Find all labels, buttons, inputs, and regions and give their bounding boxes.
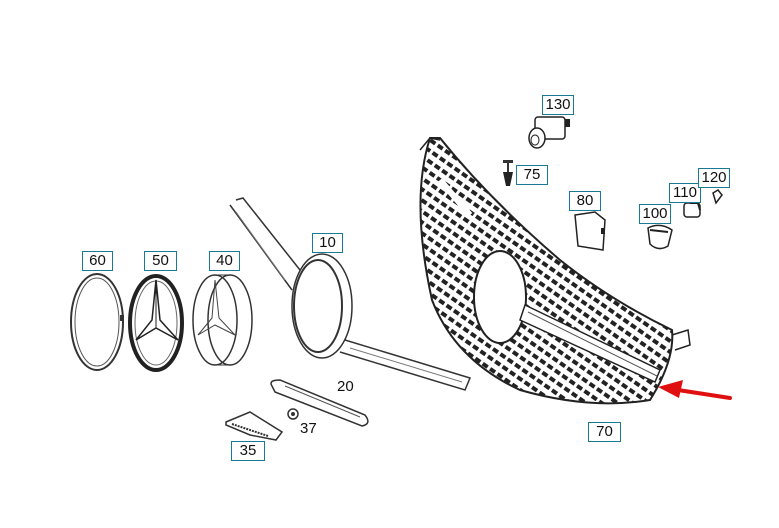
part-75-expanding-rivet[interactable] <box>503 160 513 186</box>
part-60-trim-ring[interactable] <box>70 273 124 371</box>
part-35-bracket[interactable] <box>225 411 284 441</box>
callout-100[interactable]: 100 <box>639 204 671 224</box>
part-80-control-unit[interactable] <box>574 211 606 251</box>
callout-80[interactable]: 80 <box>569 191 601 211</box>
callout-75[interactable]: 75 <box>516 165 548 185</box>
part-50-star-emblem[interactable] <box>128 274 184 372</box>
part-37-clip[interactable] <box>287 408 299 420</box>
highlight-arrow-icon <box>658 380 732 400</box>
callout-37[interactable]: 37 <box>300 420 317 437</box>
callout-40[interactable]: 40 <box>209 251 240 271</box>
callout-35[interactable]: 35 <box>231 441 265 461</box>
callout-130[interactable]: 130 <box>542 95 574 115</box>
callout-120[interactable]: 120 <box>698 168 730 188</box>
part-130-camera[interactable] <box>528 116 570 149</box>
part-40-emblem-carrier[interactable] <box>192 274 253 366</box>
part-100-sensor-housing[interactable] <box>647 224 673 250</box>
callout-110[interactable]: 110 <box>669 183 701 203</box>
part-10-grille-louver[interactable] <box>229 197 472 391</box>
callout-10[interactable]: 10 <box>312 233 343 253</box>
callout-20[interactable]: 20 <box>337 378 354 395</box>
callout-60[interactable]: 60 <box>82 251 113 271</box>
part-20-lower-trim-strip[interactable] <box>270 379 369 427</box>
part-120-retaining-clip[interactable] <box>712 189 723 205</box>
part-110-sensor[interactable] <box>683 202 701 218</box>
callout-50[interactable]: 50 <box>144 251 177 271</box>
callout-70[interactable]: 70 <box>588 422 621 442</box>
part-70-radiator-grille[interactable] <box>419 137 691 405</box>
